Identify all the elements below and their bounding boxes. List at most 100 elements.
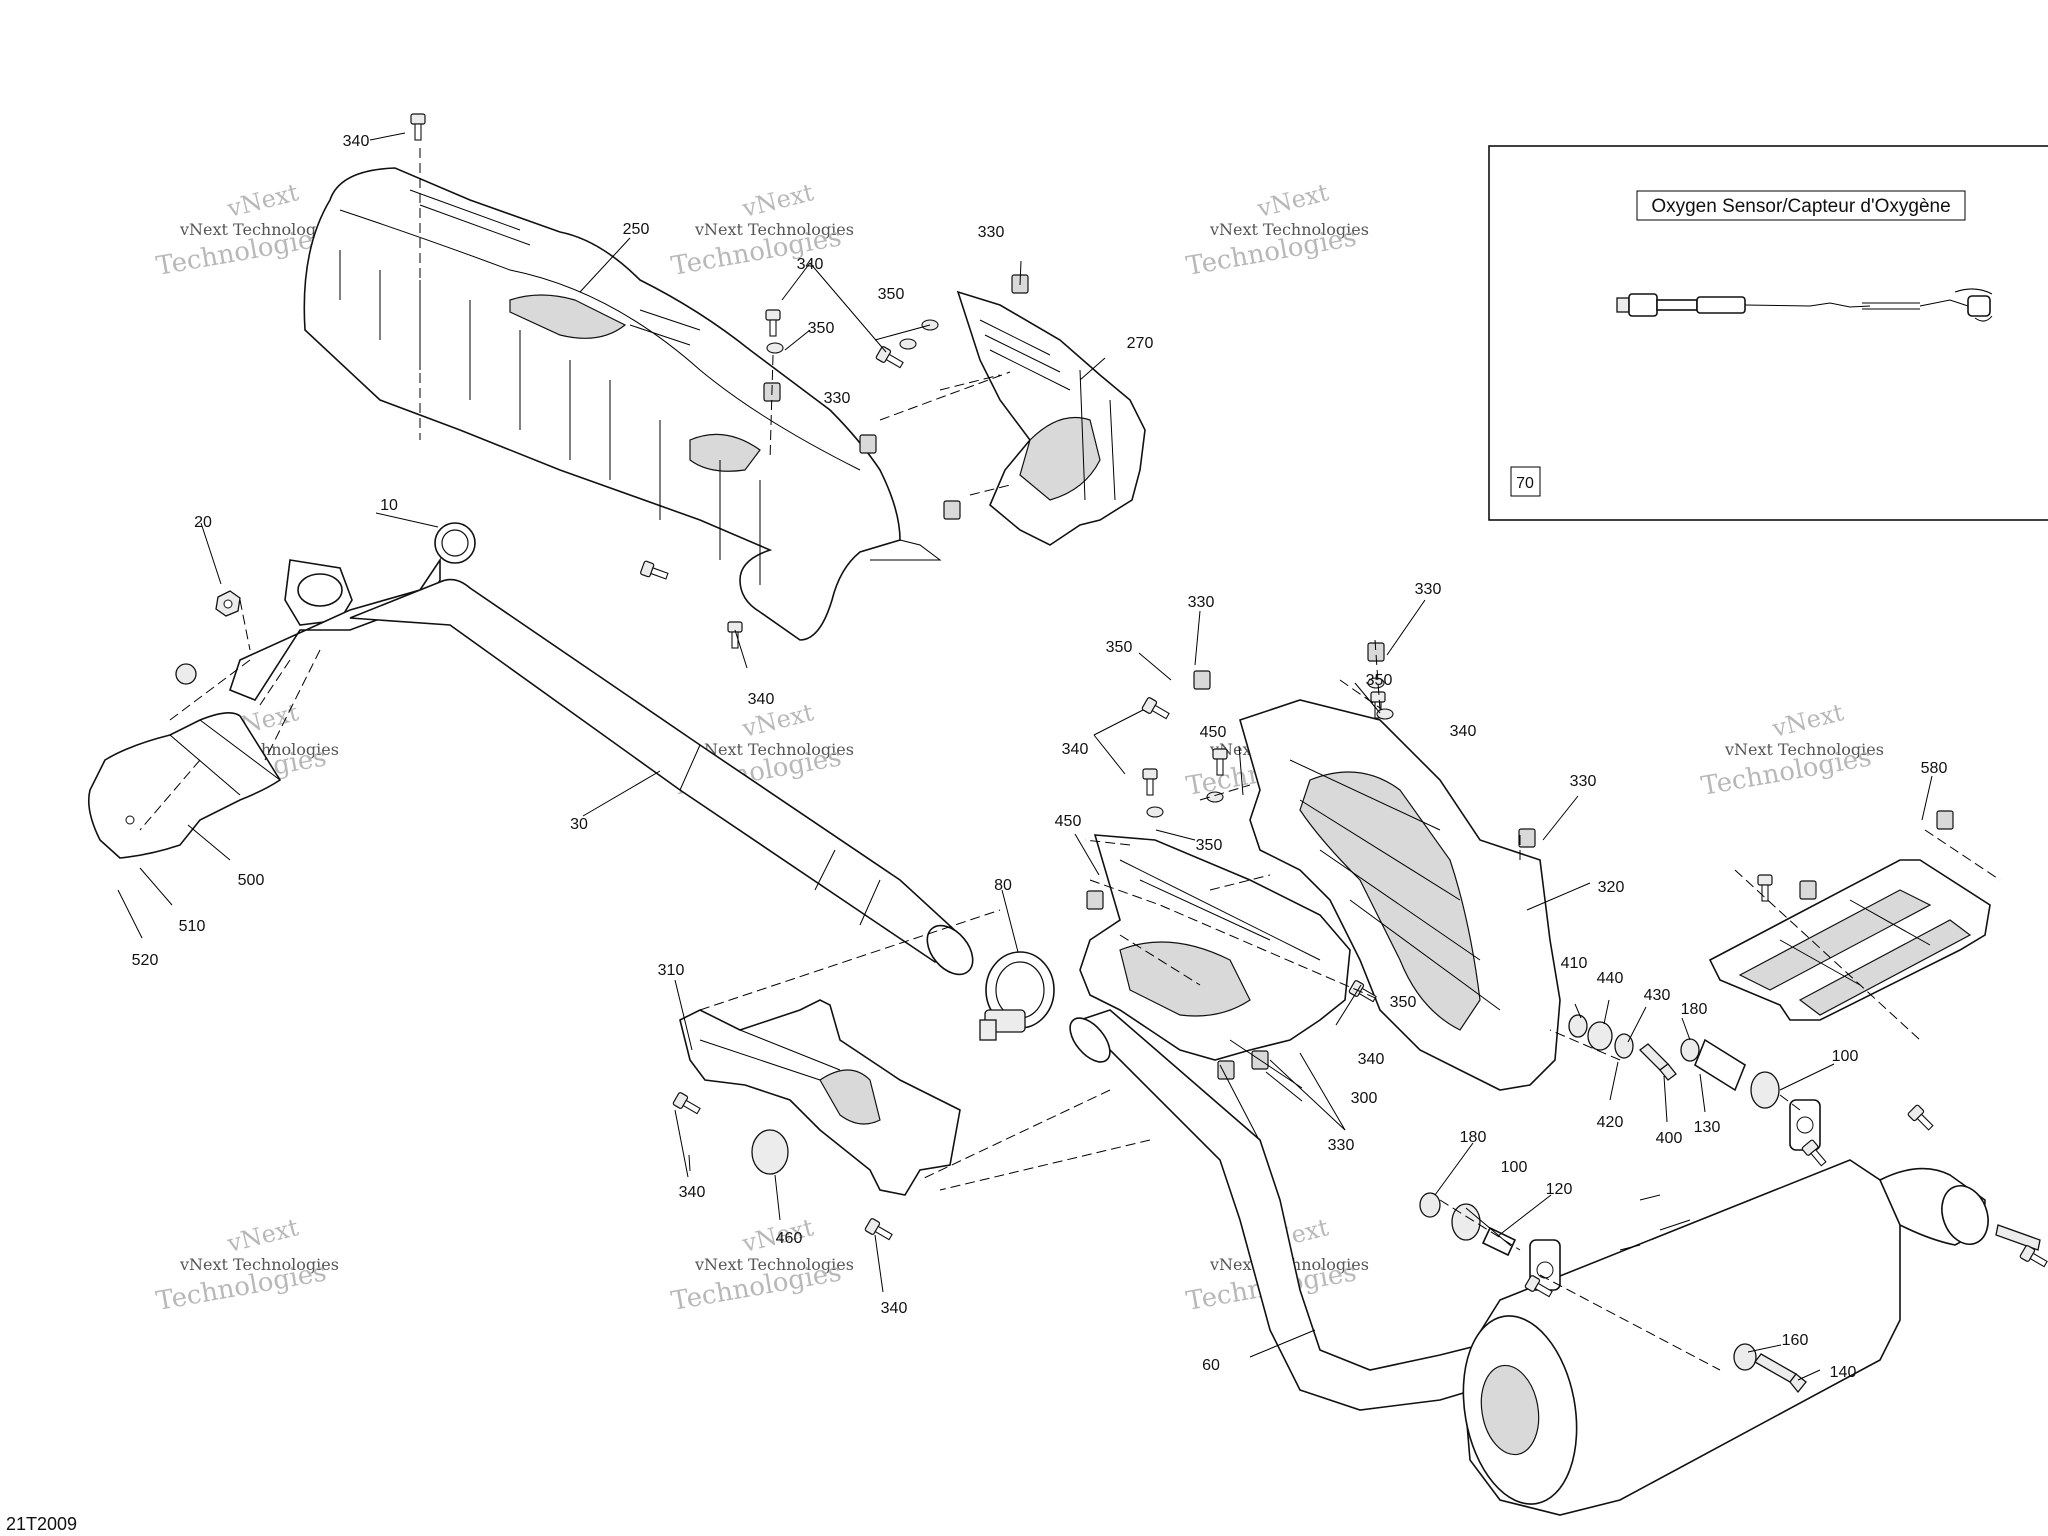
callout-label: 130 (1694, 1119, 1721, 1136)
inset-part-number: 70 (1516, 475, 1534, 492)
callout-label: 310 (658, 962, 685, 979)
heat-shield-300 (1079, 834, 1351, 1061)
bolt-icon (1801, 1139, 1827, 1167)
heat-shield-250 (303, 167, 942, 641)
callout-label: 20 (194, 514, 212, 531)
callout-label: 340 (797, 256, 824, 273)
nut-clip-icon (1217, 1060, 1235, 1080)
callout-label: 100 (1501, 1159, 1528, 1176)
callout-label: 100 (1832, 1048, 1859, 1065)
exhaust-clamp-80 (979, 951, 1055, 1041)
bolt-icon (765, 309, 781, 337)
nut-clip-icon (1086, 890, 1104, 910)
callout-label: 180 (1460, 1129, 1487, 1146)
callout-label: 340 (1358, 1051, 1385, 1068)
nut-clip-icon (859, 434, 877, 454)
bolt-icon (1757, 874, 1773, 902)
inset-title: Oxygen Sensor/Capteur d'Oxygène (1651, 196, 1950, 217)
callout-label: 320 (1598, 879, 1625, 896)
watermark-line1: vNext Technologies (179, 1255, 339, 1274)
callout-label: 350 (1366, 672, 1393, 689)
callout-label: 340 (1450, 723, 1477, 740)
callout-label: 340 (343, 133, 370, 150)
callout-label: 520 (132, 952, 159, 969)
inset-title-box (1636, 190, 1966, 221)
callout-label: 350 (878, 286, 905, 303)
watermark-brand: vNext (739, 178, 817, 223)
callout-label: 410 (1561, 955, 1588, 972)
callout-label: 430 (1644, 987, 1671, 1004)
nut-clip-icon (943, 500, 961, 520)
callout-label: 140 (1830, 1364, 1857, 1381)
muffler (1462, 1099, 1989, 1516)
callout-labels: 340 250 340 350 350 330 330 270 10 20 34… (132, 133, 1948, 1381)
bolt-icon (640, 560, 669, 580)
callout-label: 340 (679, 1184, 706, 1201)
watermark-brand: vNext (1254, 178, 1332, 223)
callout-label: 330 (1415, 581, 1442, 598)
bolt-icon (1907, 1104, 1934, 1131)
watermark-line1: vNext Technologies (179, 220, 339, 239)
callout-label: 450 (1200, 724, 1227, 741)
bolt-icon (410, 113, 426, 141)
callout-label: 350 (1390, 994, 1417, 1011)
callout-label: 30 (570, 816, 588, 833)
watermark-line1: vNext Technologies (1209, 220, 1369, 239)
watermark-brand: vNext (224, 1213, 302, 1258)
callout-label: 580 (1921, 760, 1948, 777)
heat-guard-310 (679, 999, 961, 1196)
inset-part-box (1510, 466, 1541, 497)
bolt-icon (1212, 748, 1228, 776)
callout-label: 10 (380, 497, 398, 514)
callout-label: 350 (808, 320, 835, 337)
exhaust-pipe-30 (349, 578, 974, 976)
callout-label: 250 (623, 221, 650, 238)
washer-icon (1146, 806, 1164, 818)
watermark-brand: vNext (1769, 698, 1847, 743)
callout-label: 350 (1106, 639, 1133, 656)
callout-label: 500 (238, 872, 265, 889)
nut-clip-icon (1799, 880, 1817, 900)
watermark-brand: vNext (224, 178, 302, 223)
callout-label: 180 (1681, 1001, 1708, 1018)
washer-icon (766, 342, 784, 354)
callout-label: 120 (1546, 1181, 1573, 1198)
bolt-icon (864, 1218, 893, 1241)
heat-shield-320 (1239, 699, 1561, 1091)
skid-plate-580 (1708, 859, 1991, 1021)
callout-label: 330 (978, 224, 1005, 241)
watermark-line1: vNext Technologies (694, 1255, 854, 1274)
hardware-small (751, 1014, 2041, 1394)
callout-label: 270 (1127, 335, 1154, 352)
callout-label: 460 (776, 1230, 803, 1247)
nut-clip-icon (1193, 670, 1211, 690)
washer-icon (899, 338, 917, 350)
bolt-icon (672, 1092, 701, 1115)
callout-label: 510 (179, 918, 206, 935)
washer-icon (1376, 708, 1394, 720)
callout-label: 80 (994, 877, 1012, 894)
oxygen-sensor-inset: Oxygen Sensor/Capteur d'Oxygène 70 (1488, 145, 2048, 521)
fastener-layer (410, 113, 2048, 1298)
watermark-line1: vNext Technologies (694, 740, 854, 759)
figure-code: 21T2009 (6, 1514, 77, 1534)
heat-guard-500 (87, 712, 282, 859)
callout-label: 450 (1055, 813, 1082, 830)
oxygen-sensor-icon (1616, 288, 1993, 322)
nut-clip-icon (1936, 810, 1954, 830)
watermark-line1: vNext Technologies (694, 220, 854, 239)
callout-label: 420 (1597, 1114, 1624, 1131)
callout-label: 330 (1570, 773, 1597, 790)
bolt-icon (2019, 1245, 2048, 1268)
washer-icon (1367, 677, 1385, 689)
callout-label: 330 (1328, 1137, 1355, 1154)
bolt-icon (1524, 1275, 1553, 1298)
bolt-icon (1142, 768, 1158, 796)
bolt-icon (1141, 697, 1170, 720)
